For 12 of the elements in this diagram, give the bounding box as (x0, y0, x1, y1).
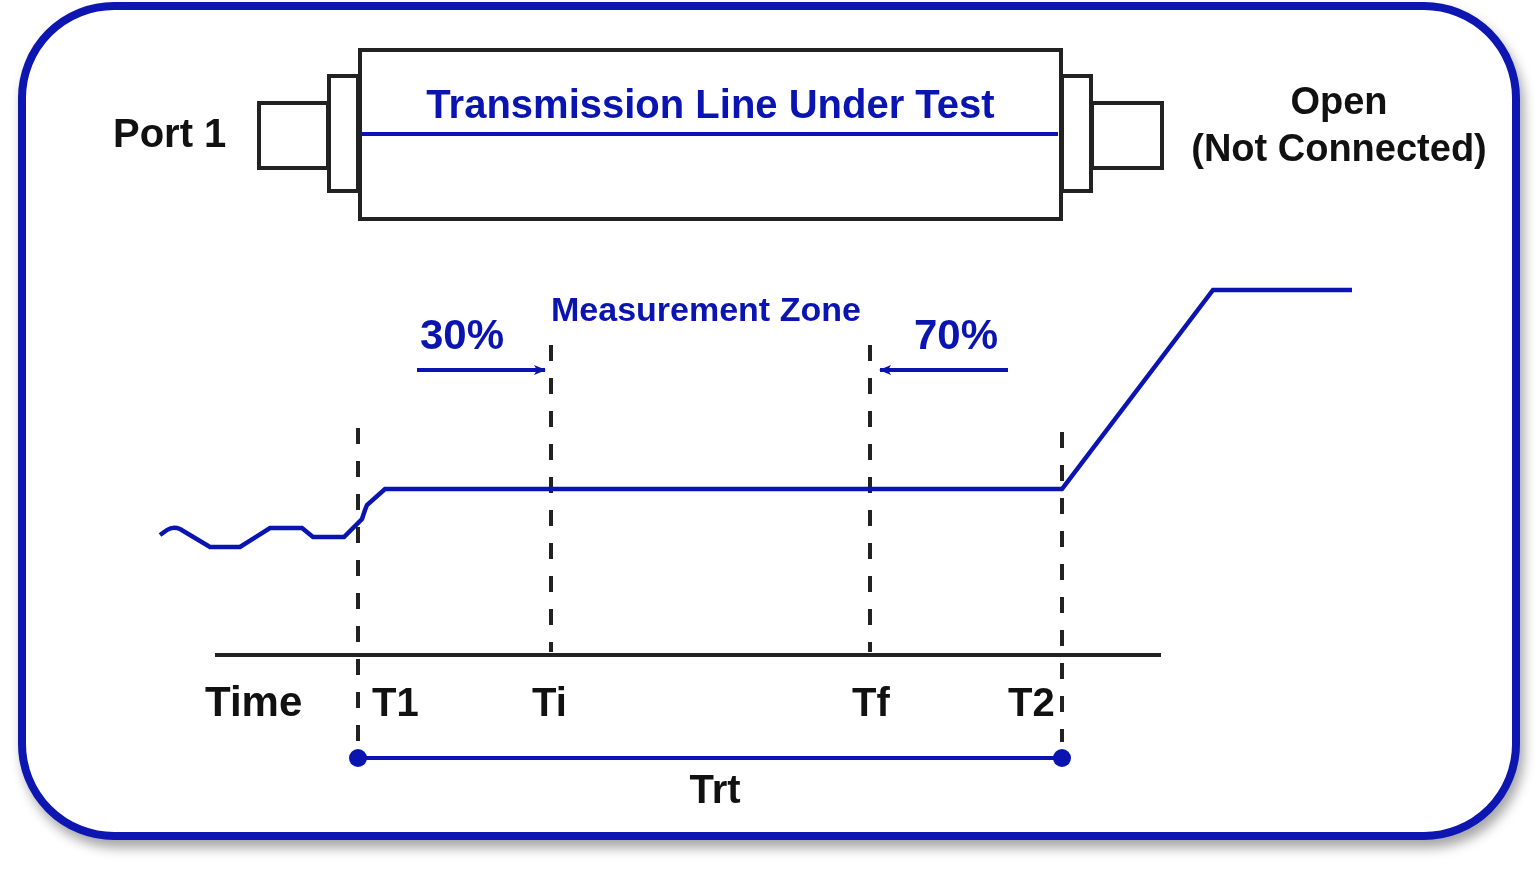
axis-label: Time (205, 681, 303, 723)
duration-label: Trt (689, 769, 741, 809)
port-label: Port 1 (113, 113, 227, 153)
time-marker-label: Tf (852, 682, 890, 722)
open-end-label: Open (Not Connected) (1190, 79, 1488, 171)
zone-label: Measurement Zone (551, 292, 861, 326)
percent-label: 30% (420, 314, 505, 356)
time-marker-label: Ti (532, 682, 567, 722)
percent-label: 70% (914, 314, 999, 356)
time-marker-label: T1 (372, 682, 419, 722)
time-marker-label: T2 (1008, 682, 1055, 722)
line-title: Transmission Line Under Test (426, 84, 995, 124)
